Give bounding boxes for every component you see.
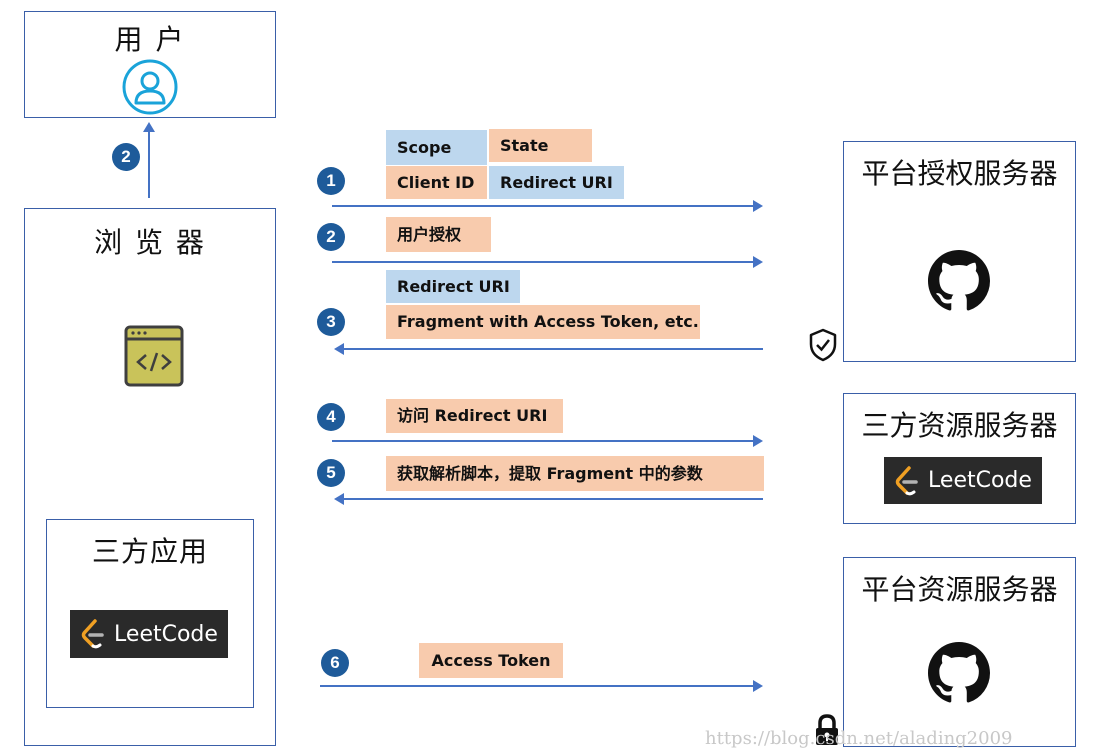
tag-get-parse-script: 获取解析脚本，提取 Fragment 中的参数 (386, 456, 764, 491)
platform-auth-server-box: 平台授权服务器 (843, 141, 1076, 362)
github-icon (928, 250, 990, 311)
tag-access-token: Access Token (419, 643, 563, 678)
arrow-step-6 (320, 680, 763, 692)
tag-client-id: Client ID (386, 166, 487, 199)
step-2-top-badge: 2 (112, 143, 140, 171)
third-party-app-box: 三方应用 LeetCode (46, 519, 254, 708)
leetcode-logo-text: LeetCode (114, 621, 218, 647)
step-5-badge: 5 (317, 459, 345, 487)
browser-box-title: 浏 览 器 (94, 226, 206, 259)
lock-icon (816, 714, 838, 745)
leetcode-logo-server-text: LeetCode (928, 468, 1032, 493)
github-icon (928, 642, 990, 703)
leetcode-icon (81, 619, 104, 649)
third-party-resource-server-box: 三方资源服务器 LeetCode (843, 393, 1076, 524)
user-box: 用 户 (24, 11, 276, 118)
user-icon (122, 59, 178, 115)
step-3-badge: 3 (317, 308, 345, 336)
platform-resource-server-title: 平台资源服务器 (861, 573, 1058, 606)
third-party-app-title: 三方应用 (91, 535, 208, 568)
leetcode-logo: LeetCode (70, 610, 228, 658)
watermark: https://blog.csdn.net/alading2009 (705, 728, 1013, 749)
step-4-badge: 4 (317, 403, 345, 431)
tag-scope: Scope (386, 130, 487, 165)
platform-auth-server-title: 平台授权服务器 (861, 157, 1058, 190)
leetcode-icon (895, 465, 918, 495)
tag-user-authorize: 用户授权 (386, 217, 491, 252)
shield-check-icon (809, 328, 837, 362)
tag-visit-redirect-uri: 访问 Redirect URI (386, 399, 563, 433)
tag-redirect-uri-3: Redirect URI (386, 270, 520, 303)
step-2-badge: 2 (317, 223, 345, 251)
third-party-resource-server-title: 三方资源服务器 (861, 409, 1058, 442)
user-box-title: 用 户 (114, 23, 186, 56)
arrow-step-4 (332, 435, 763, 447)
platform-resource-server-box: 平台资源服务器 (843, 557, 1076, 747)
tag-state: State (489, 129, 592, 162)
tag-fragment-access-token: Fragment with Access Token, etc. (386, 305, 700, 339)
step-1-badge: 1 (317, 167, 345, 195)
tag-redirect-uri-1: Redirect URI (489, 166, 624, 199)
arrow-step-3 (334, 343, 763, 355)
arrow-step-1 (332, 200, 763, 212)
arrow-head-up (143, 122, 155, 132)
arrow-step-5 (334, 493, 763, 505)
leetcode-logo-server: LeetCode (884, 457, 1042, 504)
step-6-badge: 6 (321, 649, 349, 677)
arrow-browser-to-user (148, 128, 150, 198)
arrow-step-2 (332, 256, 763, 268)
code-window-icon (124, 325, 184, 387)
